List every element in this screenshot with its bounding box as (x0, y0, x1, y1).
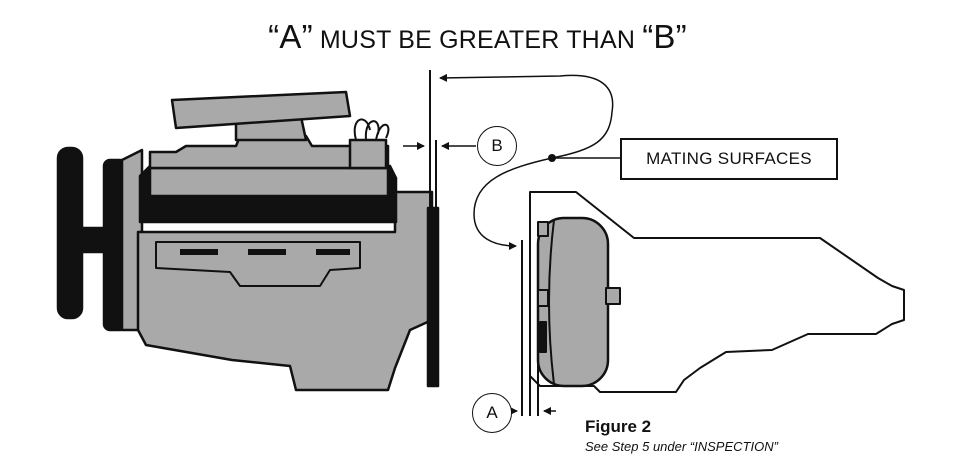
fan-pulley (56, 146, 84, 320)
diagram-title: “A” MUST BE GREATER THAN “B” (0, 18, 955, 56)
exhaust-manifold (155, 241, 361, 287)
figure-caption-note: See Step 5 under “INSPECTION” (585, 439, 778, 454)
converter-hub (539, 321, 547, 353)
label-b-circle: B (477, 126, 517, 166)
title-b: “B” (642, 18, 687, 55)
converter-edge (548, 219, 555, 385)
distributor (348, 138, 388, 170)
converter-lug-top (537, 221, 549, 237)
transmission-illustration (529, 191, 905, 393)
title-middle: MUST BE GREATER THAN (312, 26, 643, 54)
label-a-circle: A (472, 393, 512, 433)
air-cleaner (170, 90, 352, 130)
title-a: “A” (268, 18, 313, 55)
converter-pilot (605, 287, 621, 305)
label-a: A (486, 403, 498, 422)
mating-point (548, 154, 556, 162)
flywheel (426, 206, 440, 388)
valve-cover (148, 166, 390, 198)
transmission-case (529, 191, 905, 393)
spark-plug-wires (353, 118, 390, 141)
label-b: B (491, 136, 503, 155)
figure-caption-title: Figure 2 (585, 417, 652, 436)
mating-surfaces-text: MATING SURFACES (646, 149, 812, 168)
mating-connector-top (439, 73, 614, 113)
converter-lug-mid (537, 289, 549, 307)
mating-connector-bottom (473, 111, 613, 250)
mating-surfaces-callout: MATING SURFACES (620, 138, 838, 180)
engine-illustration (56, 90, 440, 392)
